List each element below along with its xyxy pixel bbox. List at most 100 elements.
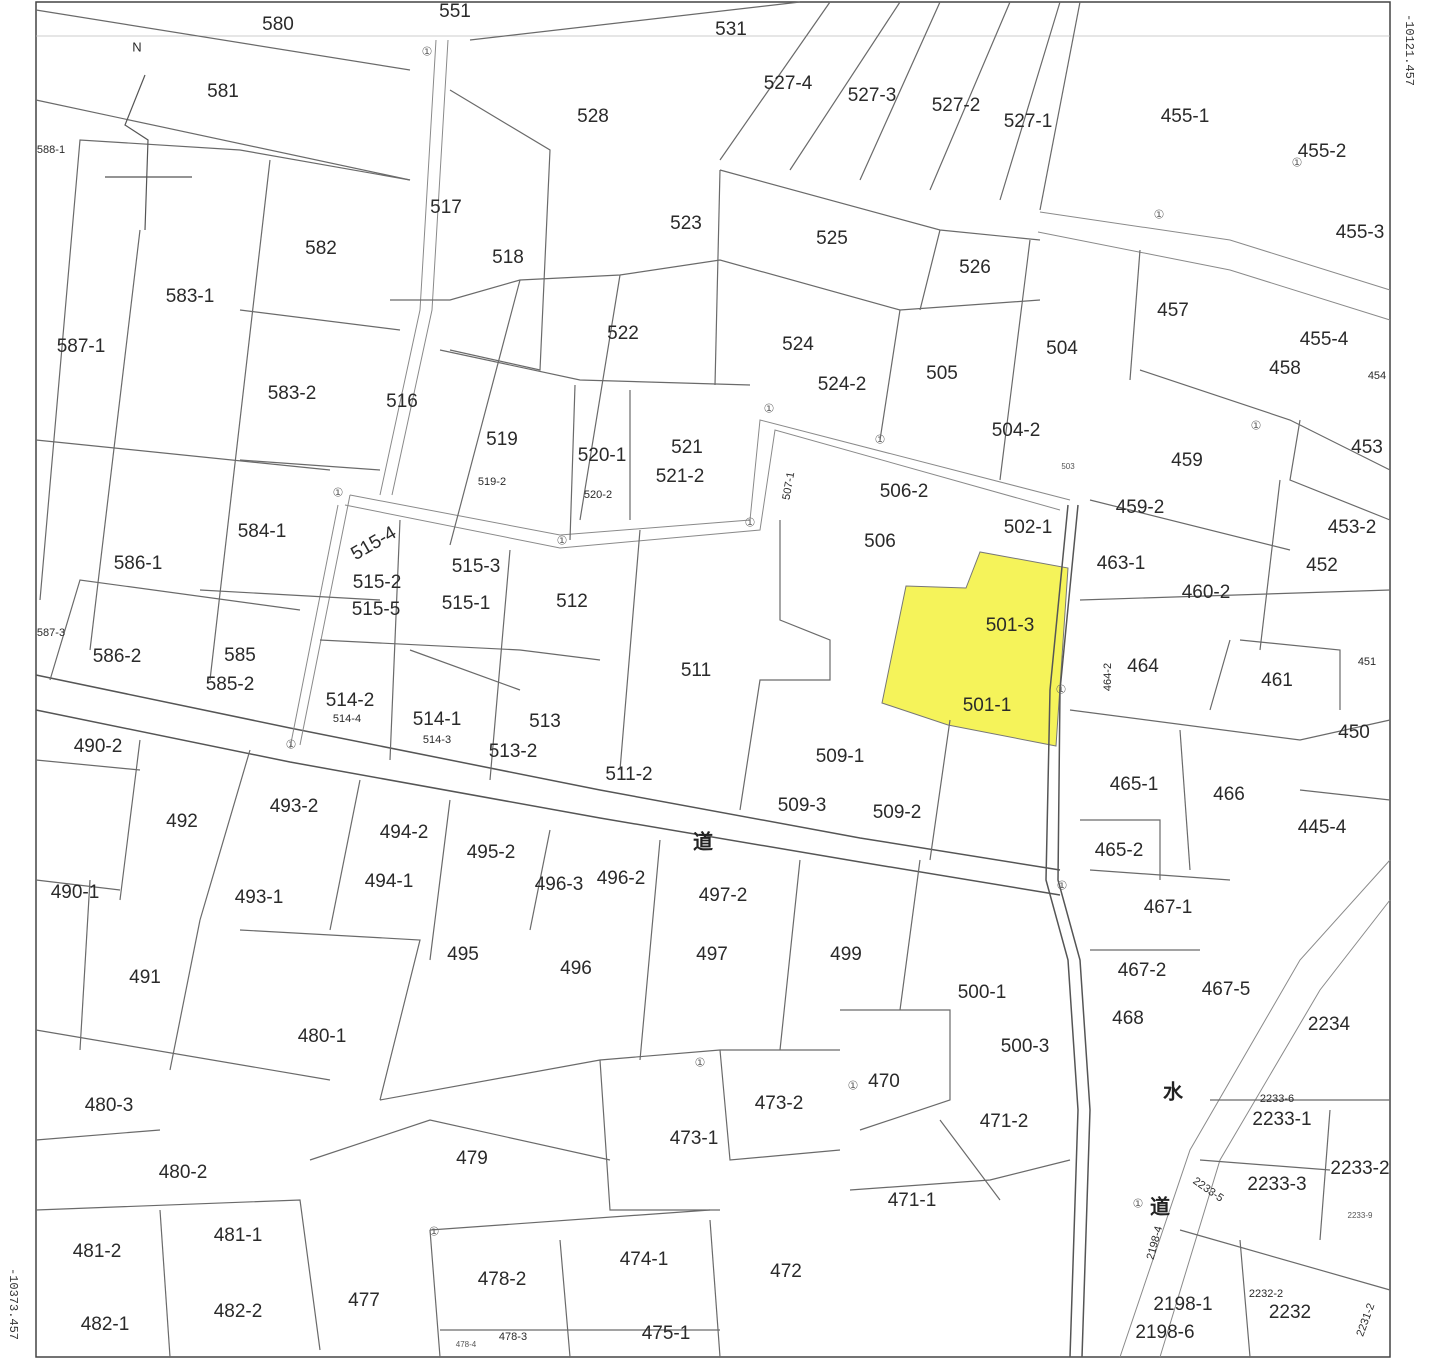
parcel-label-526: 526 <box>959 257 991 278</box>
road-char-mizu: 水 <box>1163 1080 1184 1104</box>
parcel-label-504-2: 504-2 <box>992 420 1041 441</box>
parcel-label-525: 525 <box>816 228 848 249</box>
parcel-label-473-2: 473-2 <box>755 1093 804 1114</box>
parcel-label-513-2: 513-2 <box>489 741 538 762</box>
parcel-label-490-2: 490-2 <box>74 736 123 757</box>
parcel-label-2198-1: 2198-1 <box>1153 1294 1212 1315</box>
parcel-label-493-1: 493-1 <box>235 887 284 908</box>
parcel-label-2198-4: 2198-4 <box>1145 1225 1165 1261</box>
parcel-label-480-2: 480-2 <box>159 1162 208 1183</box>
parcel-label-522: 522 <box>607 323 639 344</box>
parcel-label-523: 523 <box>670 213 702 234</box>
parcel-label-496: 496 <box>560 958 592 979</box>
parcel-boundaries <box>35 1 1391 1358</box>
parcel-label-509-1: 509-1 <box>816 746 865 767</box>
parcel-label-517: 517 <box>430 197 462 218</box>
parcel-label-465-2: 465-2 <box>1095 840 1144 861</box>
parcel-label-458: 458 <box>1269 358 1301 379</box>
parcel-label-516: 516 <box>386 391 418 412</box>
survey-mark-11: ① <box>1057 879 1068 893</box>
parcel-label-482-2: 482-2 <box>214 1301 263 1322</box>
parcel-label-520-1: 520-1 <box>578 445 627 466</box>
parcel-label-507-1: 507-1 <box>781 471 798 501</box>
parcel-label-492: 492 <box>166 811 198 832</box>
left-margin-ref: -10373.457 <box>6 1268 20 1340</box>
parcel-label-475-1: 475-1 <box>642 1323 691 1344</box>
parcel-label-501-3: 501-3 <box>986 615 1035 636</box>
road-east-vertical <box>1045 504 1091 1358</box>
parcel-label-494-1: 494-1 <box>365 871 414 892</box>
parcel-label-583-2: 583-2 <box>268 383 317 404</box>
parcel-label-520-2: 520-2 <box>584 489 612 501</box>
parcel-label-454: 454 <box>1368 370 1386 382</box>
right-margin-ref: -10121.457 <box>1402 14 1416 86</box>
parcel-label-497-2: 497-2 <box>699 885 748 906</box>
parcel-label-480-3: 480-3 <box>85 1095 134 1116</box>
parcel-label-505: 505 <box>926 363 958 384</box>
survey-mark-6: ① <box>557 534 568 548</box>
parcel-label-466: 466 <box>1213 784 1245 805</box>
parcel-label-495-2: 495-2 <box>467 842 516 863</box>
parcel-label-468: 468 <box>1112 1008 1144 1029</box>
parcel-label-493-2: 493-2 <box>270 796 319 817</box>
parcel-label-528: 528 <box>577 106 609 127</box>
parcel-label-2233-2: 2233-2 <box>1330 1158 1389 1179</box>
parcel-label-495: 495 <box>447 944 479 965</box>
parcel-label-473-1: 473-1 <box>670 1128 719 1149</box>
survey-mark-12: ① <box>695 1056 706 1070</box>
parcel-label-464-2: 464-2 <box>1102 663 1114 691</box>
parcel-label-583-1: 583-1 <box>166 286 215 307</box>
parcel-label-463-1: 463-1 <box>1097 553 1146 574</box>
road-char-michi-1: 道 <box>693 830 713 854</box>
parcel-label-2233-9: 2233-9 <box>1348 1211 1373 1220</box>
parcel-label-515-4: 515-4 <box>347 522 400 565</box>
parcel-label-455-2: 455-2 <box>1298 141 1347 162</box>
parcel-label-518: 518 <box>492 247 524 268</box>
parcel-label-467-1: 467-1 <box>1144 897 1193 918</box>
parcel-label-2233-3: 2233-3 <box>1247 1174 1306 1195</box>
parcel-label-451: 451 <box>1358 656 1376 668</box>
parcel-label-586-1: 586-1 <box>114 553 163 574</box>
parcel-label-2233-6: 2233-6 <box>1260 1093 1294 1105</box>
road-upper-right <box>1037 211 1391 321</box>
survey-mark-13: ① <box>848 1079 859 1093</box>
parcel-label-514-4: 514-4 <box>333 713 361 725</box>
parcel-label-455-3: 455-3 <box>1336 222 1385 243</box>
survey-mark-5: ① <box>333 486 344 500</box>
parcel-label-585: 585 <box>224 645 256 666</box>
road-interior-loop <box>289 419 1071 749</box>
parcel-label-467-2: 467-2 <box>1118 960 1167 981</box>
road-north-west <box>379 39 449 496</box>
survey-mark-1: ① <box>1292 156 1303 170</box>
parcel-label-455-1: 455-1 <box>1161 106 1210 127</box>
parcel-label-509-3: 509-3 <box>778 795 827 816</box>
parcel-label-477: 477 <box>348 1290 380 1311</box>
parcel-label-581: 581 <box>207 81 239 102</box>
parcel-label-588-1: 588-1 <box>37 144 65 156</box>
survey-mark-4: ① <box>875 433 886 447</box>
parcel-label-551: 551 <box>439 1 471 22</box>
parcel-label-524-2: 524-2 <box>818 374 867 395</box>
parcel-label-499: 499 <box>830 944 862 965</box>
parcel-label-521: 521 <box>671 437 703 458</box>
parcel-label-521-2: 521-2 <box>656 466 705 487</box>
parcel-label-2231-2: 2231-2 <box>1354 1302 1377 1338</box>
parcel-label-459-2: 459-2 <box>1116 497 1165 518</box>
parcel-label-455-4: 455-4 <box>1300 329 1349 350</box>
highlighted-parcel-501-3[interactable] <box>881 551 1069 747</box>
survey-mark-9: ① <box>286 738 297 752</box>
parcel-label-490-1: 490-1 <box>51 882 100 903</box>
parcel-label-515-5: 515-5 <box>352 599 401 620</box>
parcel-label-527-4: 527-4 <box>764 73 813 94</box>
parcel-label-478-3: 478-3 <box>499 1331 527 1343</box>
parcel-label-515-2: 515-2 <box>353 572 402 593</box>
parcel-label-582: 582 <box>305 238 337 259</box>
parcel-label-531: 531 <box>715 19 747 40</box>
parcel-label-471-2: 471-2 <box>980 1111 1029 1132</box>
parcel-label-515-1: 515-1 <box>442 593 491 614</box>
parcel-label-472: 472 <box>770 1261 802 1282</box>
parcel-label-514-2: 514-2 <box>326 690 375 711</box>
parcel-label-514-3: 514-3 <box>423 734 451 746</box>
